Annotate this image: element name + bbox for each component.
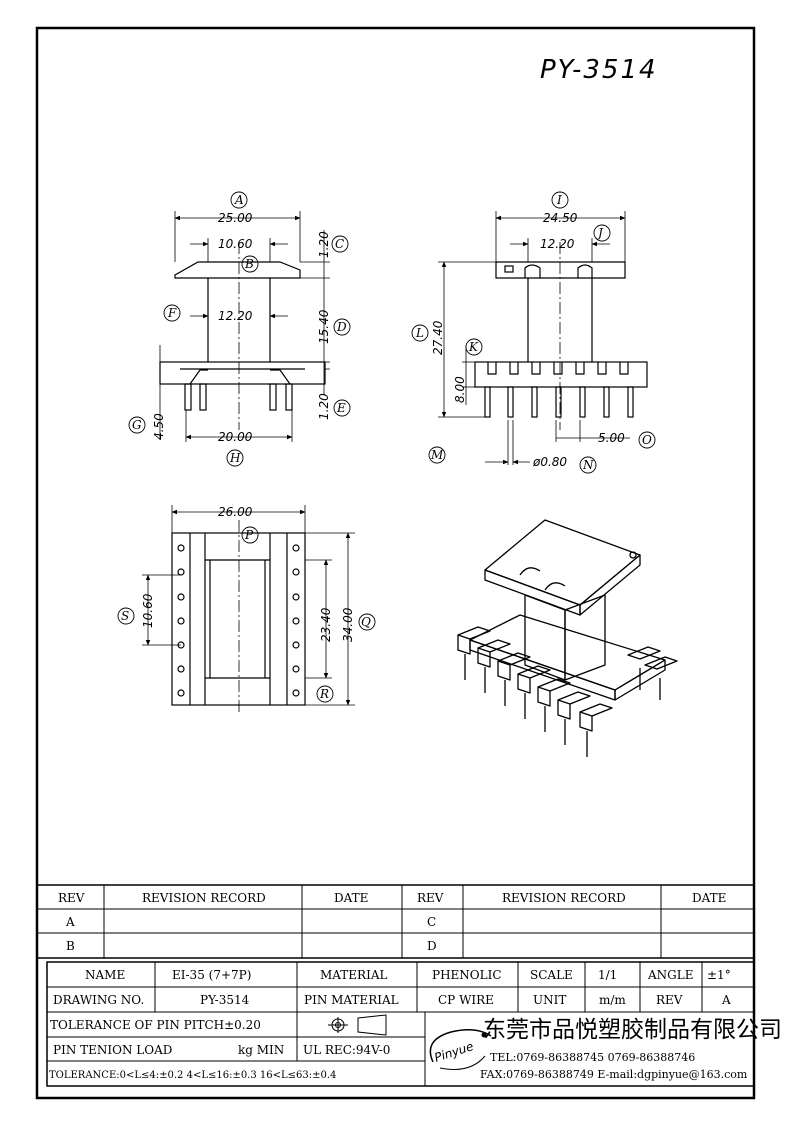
callout-C: C <box>335 237 344 251</box>
name-label: NAME <box>85 968 125 982</box>
rev-header-right: REV <box>417 891 444 905</box>
callout-S: S <box>121 609 129 623</box>
date-header-right: DATE <box>692 891 726 905</box>
record-header-right: REVISION RECORD <box>502 891 626 905</box>
dim-pin-len: 4.50 <box>152 413 166 440</box>
angle-value: ±1° <box>707 968 731 982</box>
dim-inner-len: 23.40 <box>319 607 333 642</box>
callout-E: E <box>336 401 346 415</box>
pin-material-label: PIN MATERIAL <box>304 993 399 1007</box>
ul-rec: UL REC:94V-0 <box>303 1043 390 1057</box>
front-view-callouts <box>128 191 351 467</box>
callout-L: L <box>415 326 424 340</box>
unit-label: UNIT <box>533 993 566 1007</box>
callout-M: M <box>430 448 444 462</box>
dim-side-width: 24.50 <box>543 211 578 225</box>
dim-inner: 10.60 <box>218 237 253 251</box>
revision-table <box>36 884 755 959</box>
tolerance-range: TOLERANCE:0<L≤4:±0.2 4<L≤16:±0.3 16<L≤63… <box>49 1070 336 1081</box>
callout-J: J <box>595 226 604 240</box>
dim-height: 15.40 <box>317 309 331 344</box>
callout-D: D <box>336 320 347 334</box>
drawing-title: PY-3514 <box>540 55 658 85</box>
rev-value: A <box>721 993 731 1007</box>
rev-label: REV <box>656 993 683 1007</box>
material-label: MATERIAL <box>320 968 388 982</box>
bottom-view-callouts <box>117 526 376 703</box>
rev-header-left: REV <box>58 891 85 905</box>
callout-R: R <box>319 687 329 701</box>
drawing-label: DRAWING NO. <box>53 993 144 1007</box>
rev-D: D <box>427 939 437 953</box>
rev-A: A <box>65 915 75 929</box>
bottom-view <box>142 505 355 712</box>
company-tel: TEL:0769-86388745 0769-86388746 <box>490 1051 695 1064</box>
pin-tension: PIN TENION LOAD <box>53 1043 172 1057</box>
unit-value: m/m <box>599 993 626 1007</box>
dim-core: 12.20 <box>218 309 253 323</box>
callout-N: N <box>582 458 594 472</box>
callout-A: A <box>234 193 244 207</box>
pin-material-value: CP WIRE <box>438 993 494 1007</box>
dim-total-height: 27.40 <box>431 320 445 355</box>
record-header-left: REVISION RECORD <box>142 891 266 905</box>
angle-label: ANGLE <box>647 968 693 982</box>
isometric-view <box>457 519 678 757</box>
dim-pin-span: 20.00 <box>218 430 253 444</box>
date-header-left: DATE <box>334 891 368 905</box>
dim-width: 25.00 <box>218 211 253 225</box>
sheet-border <box>35 26 756 1100</box>
callout-H: H <box>229 451 241 465</box>
company-name: 东莞市品悦塑胶制品有限公司 <box>483 1017 782 1043</box>
side-view <box>438 211 648 465</box>
projection-symbol <box>328 1014 387 1036</box>
scale-value: 1/1 <box>598 968 617 982</box>
drawing-value: PY-3514 <box>200 993 250 1007</box>
callout-Q: Q <box>361 615 371 629</box>
dim-pin-dia: ø0.80 <box>532 455 567 469</box>
front-view <box>159 211 330 442</box>
material-value: PHENOLIC <box>432 968 502 982</box>
dim-bottom-flange: 1.20 <box>317 393 331 420</box>
callout-F: F <box>167 306 177 320</box>
dim-bottom-width: 26.00 <box>218 505 253 519</box>
callout-B: B <box>244 257 254 271</box>
scale-label: SCALE <box>530 968 573 982</box>
logo-text: Pinyue <box>433 1039 476 1065</box>
dim-top-flange: 1.20 <box>317 231 331 258</box>
dim-total-len: 34.00 <box>341 607 355 642</box>
company-fax: FAX:0769-86388749 E-mail:dgpinyue@163.co… <box>480 1068 748 1081</box>
dim-bottom-core: 10.60 <box>141 593 155 628</box>
callout-O: O <box>642 433 652 447</box>
callout-G: G <box>132 418 142 432</box>
pin-tension-unit: kg MIN <box>238 1043 284 1057</box>
pinyue-logo: Pinyue <box>429 1029 492 1070</box>
dim-pitch: 5.00 <box>598 431 625 445</box>
callout-P: P <box>244 528 254 542</box>
info-table <box>46 961 755 1087</box>
name-value: EI-35 (7+7P) <box>172 968 251 982</box>
tolerance-pitch: TOLERANCE OF PIN PITCH±0.20 <box>50 1018 261 1032</box>
callout-I: I <box>556 193 562 207</box>
dim-base-height: 8.00 <box>453 376 467 403</box>
rev-B: B <box>66 939 75 953</box>
dim-side-inner: 12.20 <box>540 237 575 251</box>
callout-K: K <box>468 340 479 354</box>
rev-C: C <box>427 915 436 929</box>
side-view-callouts <box>411 191 656 474</box>
